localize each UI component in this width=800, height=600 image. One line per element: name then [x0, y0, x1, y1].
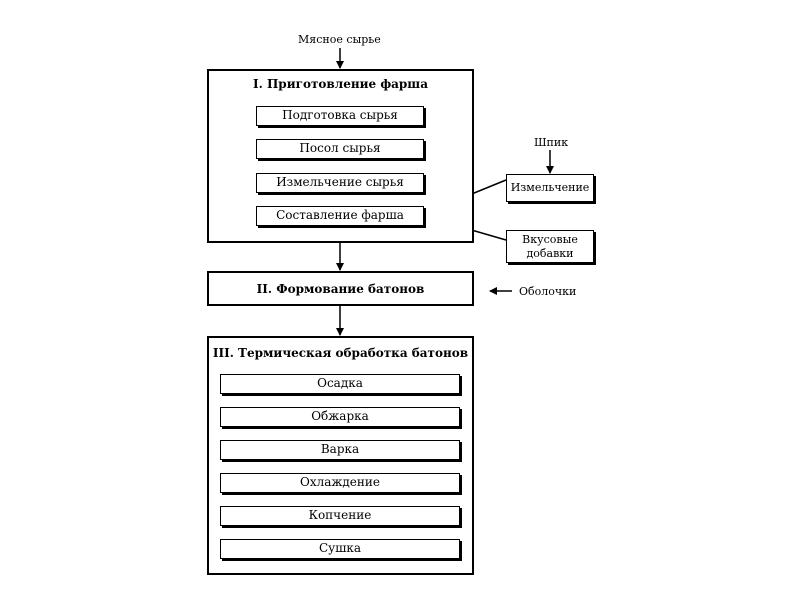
- stage3-step-cooking: Варка: [220, 440, 460, 460]
- grinding-box: Измельчение: [506, 174, 594, 202]
- shpik-label: Шпик: [534, 136, 569, 149]
- seasonings-box: Вкусовые добавки: [506, 230, 594, 263]
- seasonings-line1: Вкусовые: [522, 233, 578, 246]
- input-label: Мясное сырье: [298, 33, 381, 46]
- stage2-title: II. Формование батонов: [256, 282, 425, 296]
- stage2-box: II. Формование батонов: [207, 271, 474, 306]
- seasonings-line2: добавки: [526, 247, 574, 260]
- stage3-step-roasting: Обжарка: [220, 407, 460, 427]
- stage3-step-smoking: Копчение: [220, 506, 460, 526]
- stage1-title: I. Приготовление фарша: [253, 77, 428, 91]
- stage1-step-compose-forcemeat: Составление фарша: [256, 206, 424, 226]
- stage3-title: III. Термическая обработка батонов: [212, 346, 469, 360]
- casings-label: Оболочки: [519, 285, 577, 298]
- stage1-step-grinding: Измельчение сырья: [256, 173, 424, 193]
- stage1-step-salting: Посол сырья: [256, 139, 424, 159]
- stage1-step-preparation: Подготовка сырья: [256, 106, 424, 126]
- stage3-step-cooling: Охлаждение: [220, 473, 460, 493]
- stage3-step-drying: Сушка: [220, 539, 460, 559]
- stage3-step-settling: Осадка: [220, 374, 460, 394]
